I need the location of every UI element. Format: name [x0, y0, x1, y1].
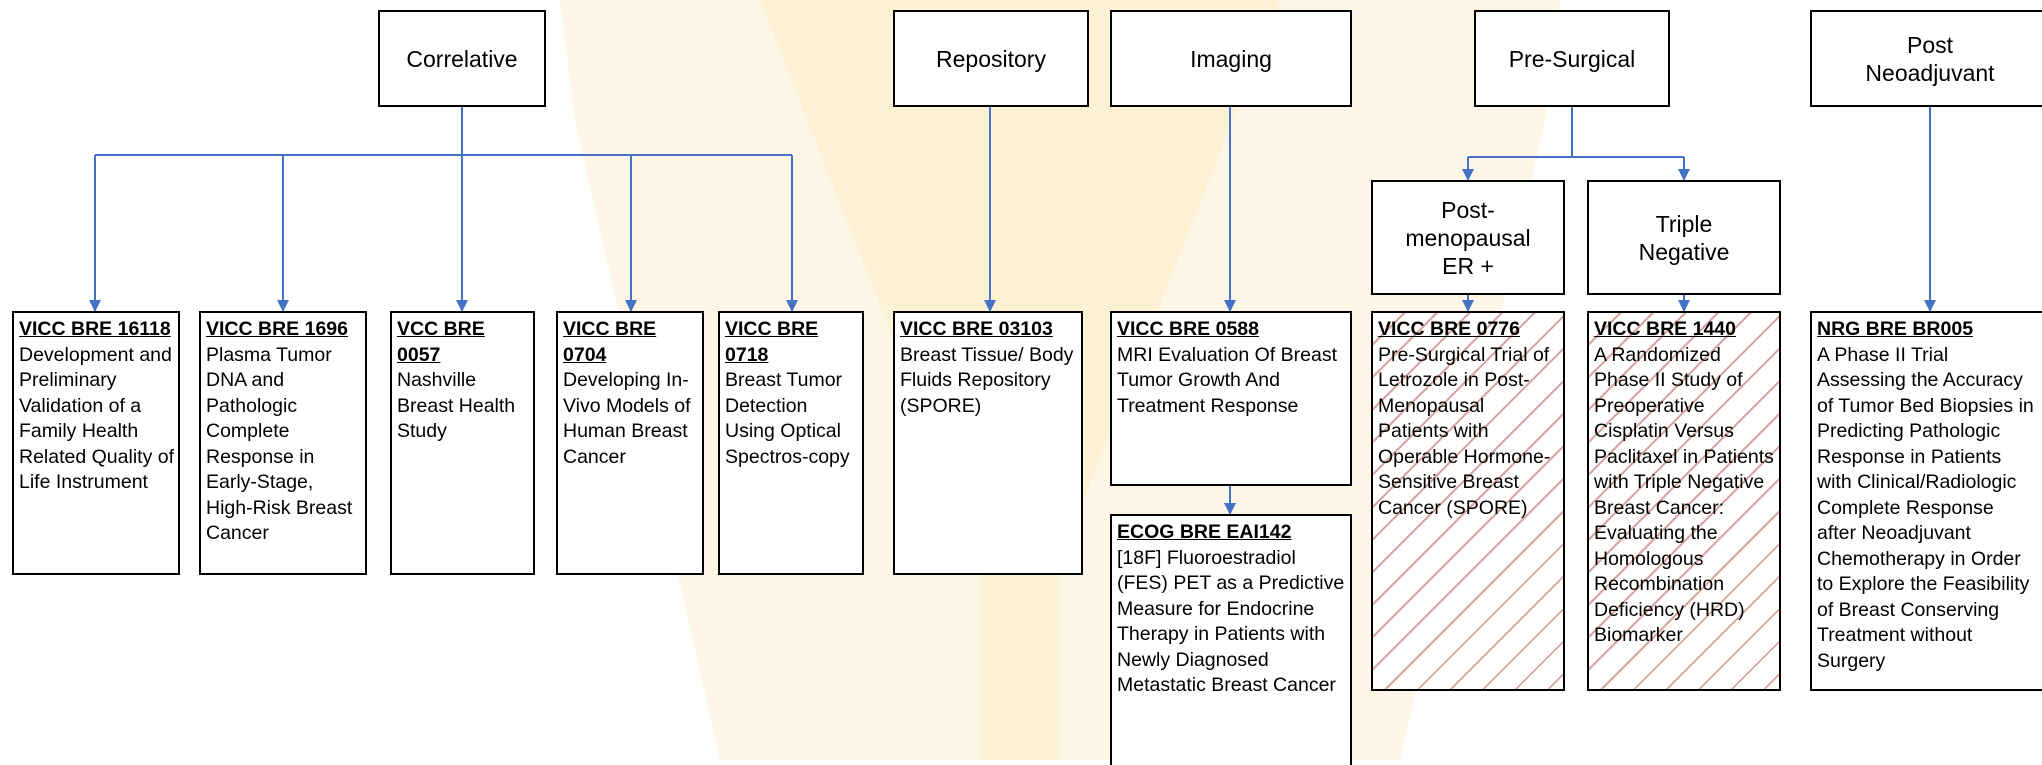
subcategory-postmenopausal-line-3: ER +	[1442, 252, 1494, 279]
category-imaging-label: Imaging	[1190, 45, 1272, 72]
category-pre-surgical-label: Pre-Surgical	[1508, 45, 1636, 72]
trial-description: Development and Preliminary Validation o…	[19, 343, 175, 494]
subcategory-triple-negative-line-1: Triple	[1655, 210, 1713, 237]
trial-description: MRI Evaluation Of Breast Tumor Growth An…	[1117, 343, 1338, 417]
trial-bre0704: VICC BRE 0704 Developing In-Vivo Models …	[556, 311, 704, 575]
subcategory-triple-negative: Triple Negative	[1587, 180, 1781, 295]
subcategory-postmenopausal: Post- menopausal ER +	[1371, 180, 1565, 295]
trial-description: Developing In-Vivo Models of Human Breas…	[563, 369, 691, 468]
trial-id: VICC BRE 0718	[725, 318, 819, 366]
trial-description: A Phase II Trial Assessing the Accuracy …	[1817, 343, 2034, 672]
trial-id: VICC BRE 1696	[206, 318, 348, 340]
category-post-neoadjuvant: Post Neoadjuvant	[1810, 10, 2042, 107]
trial-id: VCC BRE 0057	[397, 318, 485, 366]
category-correlative: Correlative	[378, 10, 546, 107]
trial-bre0718: VICC BRE 0718 Breast Tumor Detection Usi…	[718, 311, 864, 575]
trial-id: VICC BRE 16118	[19, 318, 171, 340]
trial-id: NRG BRE BR005	[1817, 318, 1974, 340]
trial-description: Plasma Tumor DNA and Pathologic Complete…	[206, 343, 353, 545]
category-imaging: Imaging	[1110, 10, 1352, 107]
trial-description: Nashville Breast Health Study	[397, 369, 516, 442]
trial-description: Pre-Surgical Trial of Letrozole in Post-…	[1378, 343, 1551, 519]
trial-br005: NRG BRE BR005 A Phase II Trial Assessing…	[1810, 311, 2042, 691]
subcategory-triple-negative-line-2: Negative	[1638, 238, 1730, 265]
trial-id: VICC BRE 03103	[900, 318, 1053, 340]
trial-description: [18F] Fluoroestradiol (FES) PET as a Pre…	[1117, 546, 1345, 697]
trial-description: A Randomized Phase II Study of Preoperat…	[1594, 343, 1774, 647]
trial-id: VICC BRE 0776	[1378, 318, 1520, 340]
category-post-neoadjuvant-line-2: Neoadjuvant	[1865, 59, 1995, 86]
trial-bre16118: VICC BRE 16118 Development and Prelimina…	[12, 311, 180, 575]
trial-id: VICC BRE 0704	[563, 318, 657, 366]
trial-bre0588: VICC BRE 0588 MRI Evaluation Of Breast T…	[1110, 311, 1352, 486]
trial-bre03103: VICC BRE 03103 Breast Tissue/ Body Fluid…	[893, 311, 1083, 575]
trial-bre0057: VCC BRE 0057 Nashville Breast Health Stu…	[390, 311, 535, 575]
trial-id: VICC BRE 1440	[1594, 318, 1736, 340]
watermark-v-shape	[760, 0, 1280, 560]
subcategory-postmenopausal-line-2: menopausal	[1405, 224, 1531, 251]
trial-description: Breast Tissue/ Body Fluids Repository (S…	[900, 343, 1074, 417]
category-post-neoadjuvant-line-1: Post	[1906, 31, 1954, 58]
category-repository: Repository	[893, 10, 1089, 107]
category-pre-surgical: Pre-Surgical	[1474, 10, 1670, 107]
trial-bre0776: VICC BRE 0776 Pre-Surgical Trial of Letr…	[1371, 311, 1565, 691]
trial-bre1696: VICC BRE 1696 Plasma Tumor DNA and Patho…	[199, 311, 367, 575]
trial-id: VICC BRE 0588	[1117, 318, 1259, 340]
subcategory-postmenopausal-line-1: Post-	[1441, 196, 1495, 223]
trial-description: Breast Tumor Detection Using Optical Spe…	[725, 369, 850, 468]
category-correlative-label: Correlative	[406, 45, 518, 72]
trial-bre1440: VICC BRE 1440 A Randomized Phase II Stud…	[1587, 311, 1781, 691]
trial-eai142: ECOG BRE EAI142 [18F] Fluoroestradiol (F…	[1110, 514, 1352, 765]
trial-id: ECOG BRE EAI142	[1117, 521, 1292, 543]
category-repository-label: Repository	[936, 45, 1046, 72]
